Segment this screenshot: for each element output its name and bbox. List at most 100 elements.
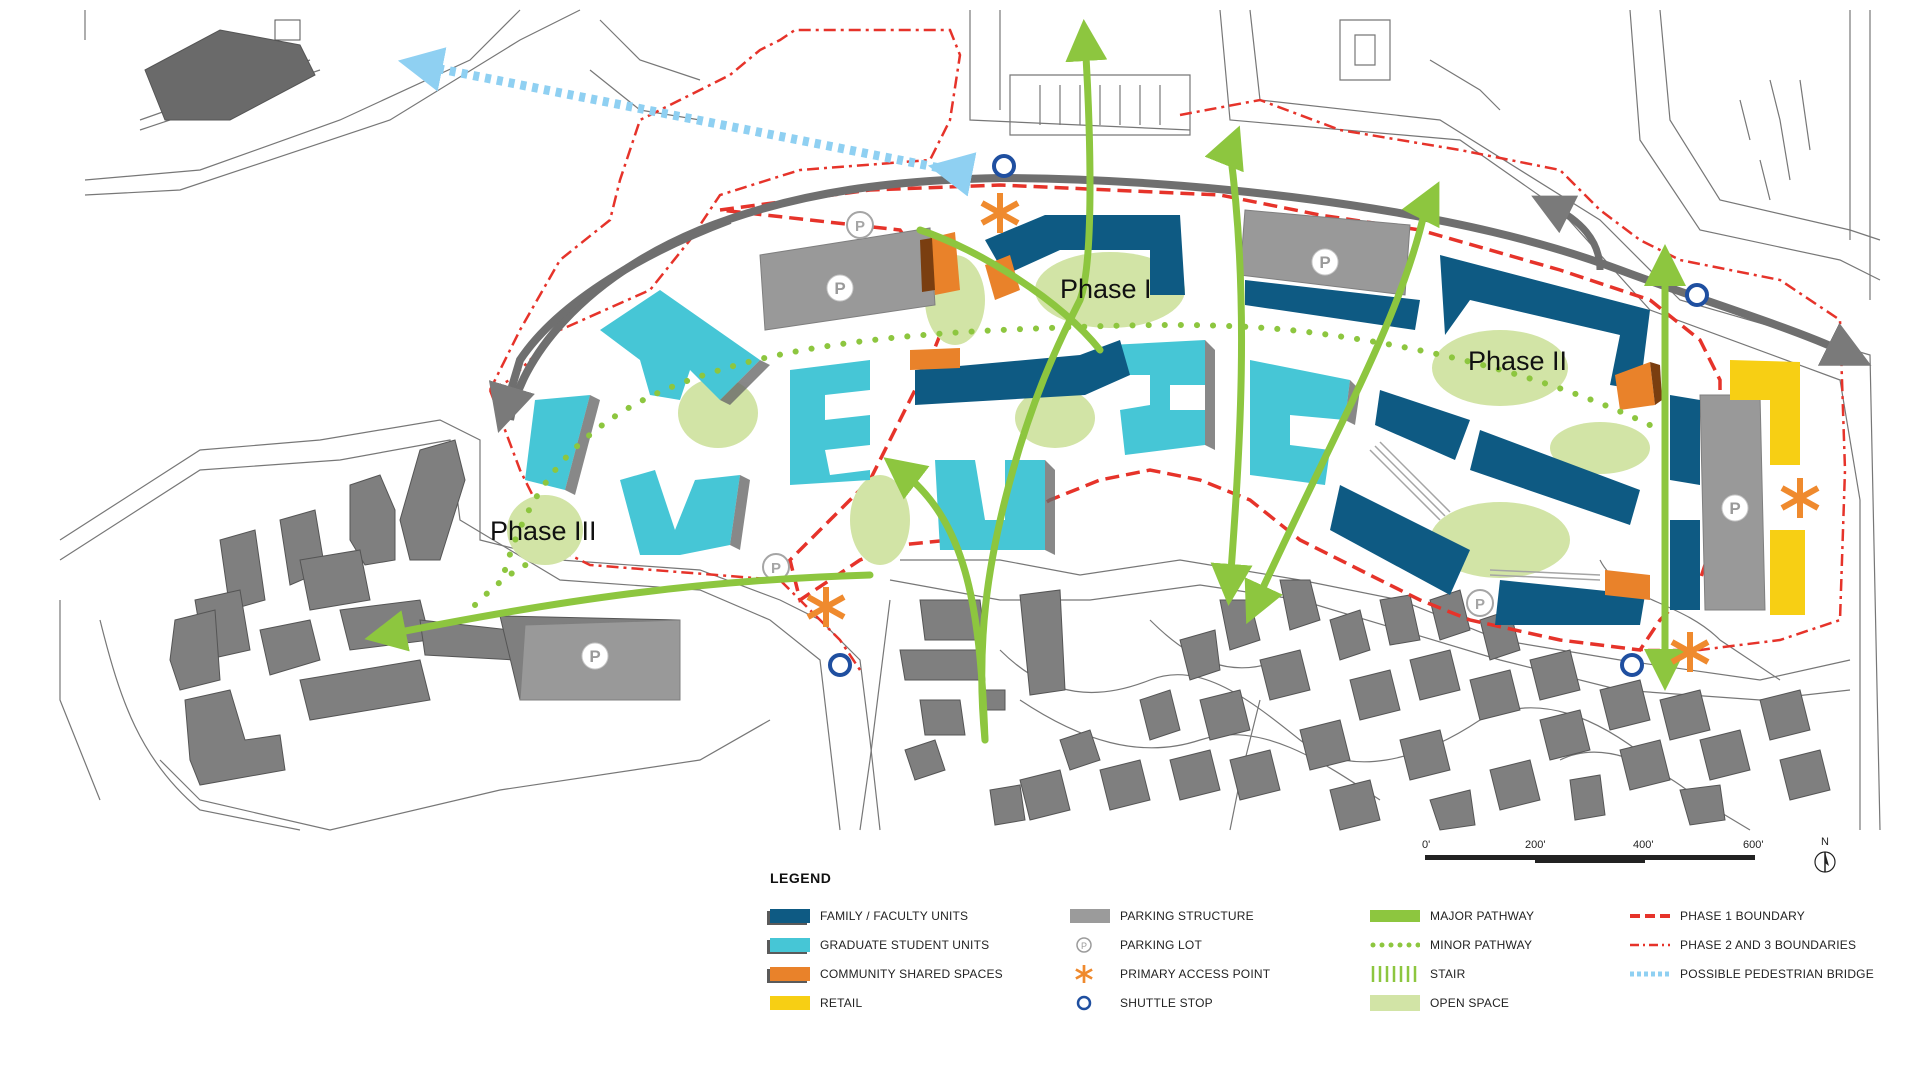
legend-item-open-space: OPEN SPACE: [1370, 993, 1509, 1013]
grad-unit: [1250, 360, 1350, 485]
asterisk-icon: [1070, 964, 1110, 984]
phase-3-label: Phase III: [490, 516, 597, 546]
parking-lot-icon: [1466, 589, 1494, 617]
shuttle-stop-icon: [1620, 653, 1644, 677]
asterisk-icon: [982, 193, 1018, 233]
parking-lots: [762, 211, 1494, 617]
main-road: [488, 173, 1872, 433]
major-pathway: [364, 571, 874, 652]
community-space: [1615, 362, 1655, 410]
svg-text:P: P: [834, 279, 845, 298]
green-line: [1370, 909, 1420, 923]
grad-unit: [790, 360, 870, 485]
svg-text:P: P: [1729, 499, 1740, 518]
stair-hatch: [1370, 966, 1417, 982]
family-unit: [915, 340, 1130, 405]
residential-cluster: [989, 579, 1831, 831]
svg-text:400': 400': [1633, 839, 1653, 851]
parking-circle-icon: P: [1070, 937, 1110, 953]
orange-swatch: [770, 967, 810, 981]
family-unit: [1245, 280, 1420, 330]
legend-item-phase-1-boundary: PHASE 1 BOUNDARY: [1630, 906, 1805, 926]
shuttle-stop-icon: [828, 653, 852, 677]
red-dash-dot-line: [1630, 938, 1670, 952]
svg-text:P: P: [1319, 253, 1330, 272]
major-pathway: [1210, 146, 1253, 606]
legend-item-parking-structure: PARKING STRUCTURE: [1070, 906, 1254, 926]
svg-text:P: P: [589, 647, 600, 666]
open-space: [507, 495, 583, 565]
open-space-swatch: [1370, 995, 1420, 1011]
red-dashed-line: [1630, 909, 1670, 923]
phase-2-label: Phase II: [1468, 346, 1567, 376]
family-unit: [1670, 520, 1700, 610]
shuttle-circle-icon: [1070, 995, 1110, 1011]
community-space: [910, 348, 960, 370]
retail: [1730, 360, 1805, 615]
legend-item-major-pathway: MAJOR PATHWAY: [1370, 906, 1534, 926]
phase-2-3-boundary: [487, 28, 1847, 671]
grad-unit: [620, 470, 740, 555]
legend-item-shuttle-stop: SHUTTLE STOP: [1070, 993, 1213, 1013]
open-space: [1550, 422, 1650, 474]
major-pathway: [1244, 206, 1429, 625]
family-unit: [1440, 255, 1650, 390]
major-pathway: [978, 19, 1108, 744]
svg-text:N: N: [1821, 836, 1829, 848]
scale-bar: 0' 200' 400' 600': [1422, 839, 1763, 863]
family-unit: [1375, 390, 1470, 460]
legend-item-parking-lot: P PARKING LOT: [1070, 935, 1202, 955]
grad-unit: [600, 290, 760, 400]
svg-text:P: P: [771, 560, 781, 577]
grad-unit: [935, 460, 1045, 550]
shuttle-stops: [828, 154, 1709, 677]
shuttle-stop-icon: [1685, 283, 1709, 307]
stairs: [1369, 441, 1601, 581]
light-blue-swatch: [770, 938, 810, 952]
legend: LEGEND FAMILY / FACULTY UNITS GRADUATE S…: [770, 870, 1890, 1020]
phase-1-label: Phase I: [1060, 274, 1152, 304]
legend-item-graduate-student-units: GRADUATE STUDENT UNITS: [770, 935, 989, 955]
parking-structure-p-labels: P P P P: [589, 253, 1740, 666]
parking-structure-symbols: [581, 248, 1749, 670]
asterisk-icon: [1672, 632, 1708, 672]
family-unit: [1330, 485, 1470, 595]
green-dots: [1370, 938, 1420, 952]
legend-title: LEGEND: [770, 870, 832, 886]
family-unit: [985, 215, 1185, 295]
svg-text:600': 600': [1743, 839, 1763, 851]
retail-block: [1770, 530, 1805, 615]
legend-item-family-faculty-units: FAMILY / FACULTY UNITS: [770, 906, 968, 926]
svg-text:P: P: [1475, 596, 1485, 613]
legend-item-community-shared-spaces: COMMUNITY SHARED SPACES: [770, 964, 1003, 984]
legend-item-stair: STAIR: [1370, 964, 1465, 984]
legend-item-possible-pedestrian-bridge: POSSIBLE PEDESTRIAN BRIDGE: [1630, 964, 1874, 984]
svg-text:P: P: [1081, 941, 1087, 951]
svg-text:P: P: [855, 218, 865, 235]
svg-text:0': 0': [1422, 839, 1430, 851]
dark-blue-swatch: [770, 909, 810, 923]
legend-item-phase-2-3-boundaries: PHASE 2 AND 3 BOUNDARIES: [1630, 935, 1856, 955]
open-space: [850, 475, 910, 565]
community-space: [930, 232, 960, 295]
shuttle-stop-icon: [992, 154, 1016, 178]
community-space: [1605, 570, 1650, 600]
retail-block: [1730, 360, 1800, 465]
family-unit: [1470, 430, 1640, 525]
grad-unit: [525, 395, 590, 490]
major-pathways: [364, 19, 1686, 744]
yellow-swatch: [770, 996, 810, 1010]
grad-unit: [1110, 340, 1205, 455]
asterisk-icon: [1782, 478, 1818, 518]
graduate-student-units: [525, 290, 1350, 555]
asterisk-icon: [808, 587, 844, 627]
legend-item-minor-pathway: MINOR PATHWAY: [1370, 935, 1532, 955]
gray-swatch: [1070, 909, 1110, 923]
road-west-arrow: [488, 216, 732, 433]
parking-lot-icon: [846, 211, 874, 239]
svg-text:200': 200': [1525, 839, 1545, 851]
road-north-arrow: [1531, 195, 1604, 271]
family-unit: [1670, 395, 1700, 485]
family-faculty-units: [915, 215, 1700, 625]
